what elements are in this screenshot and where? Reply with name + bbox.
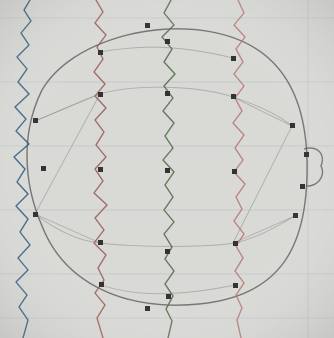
eeg-head-map-photo [0, 0, 334, 338]
photo-vignette [0, 0, 334, 338]
